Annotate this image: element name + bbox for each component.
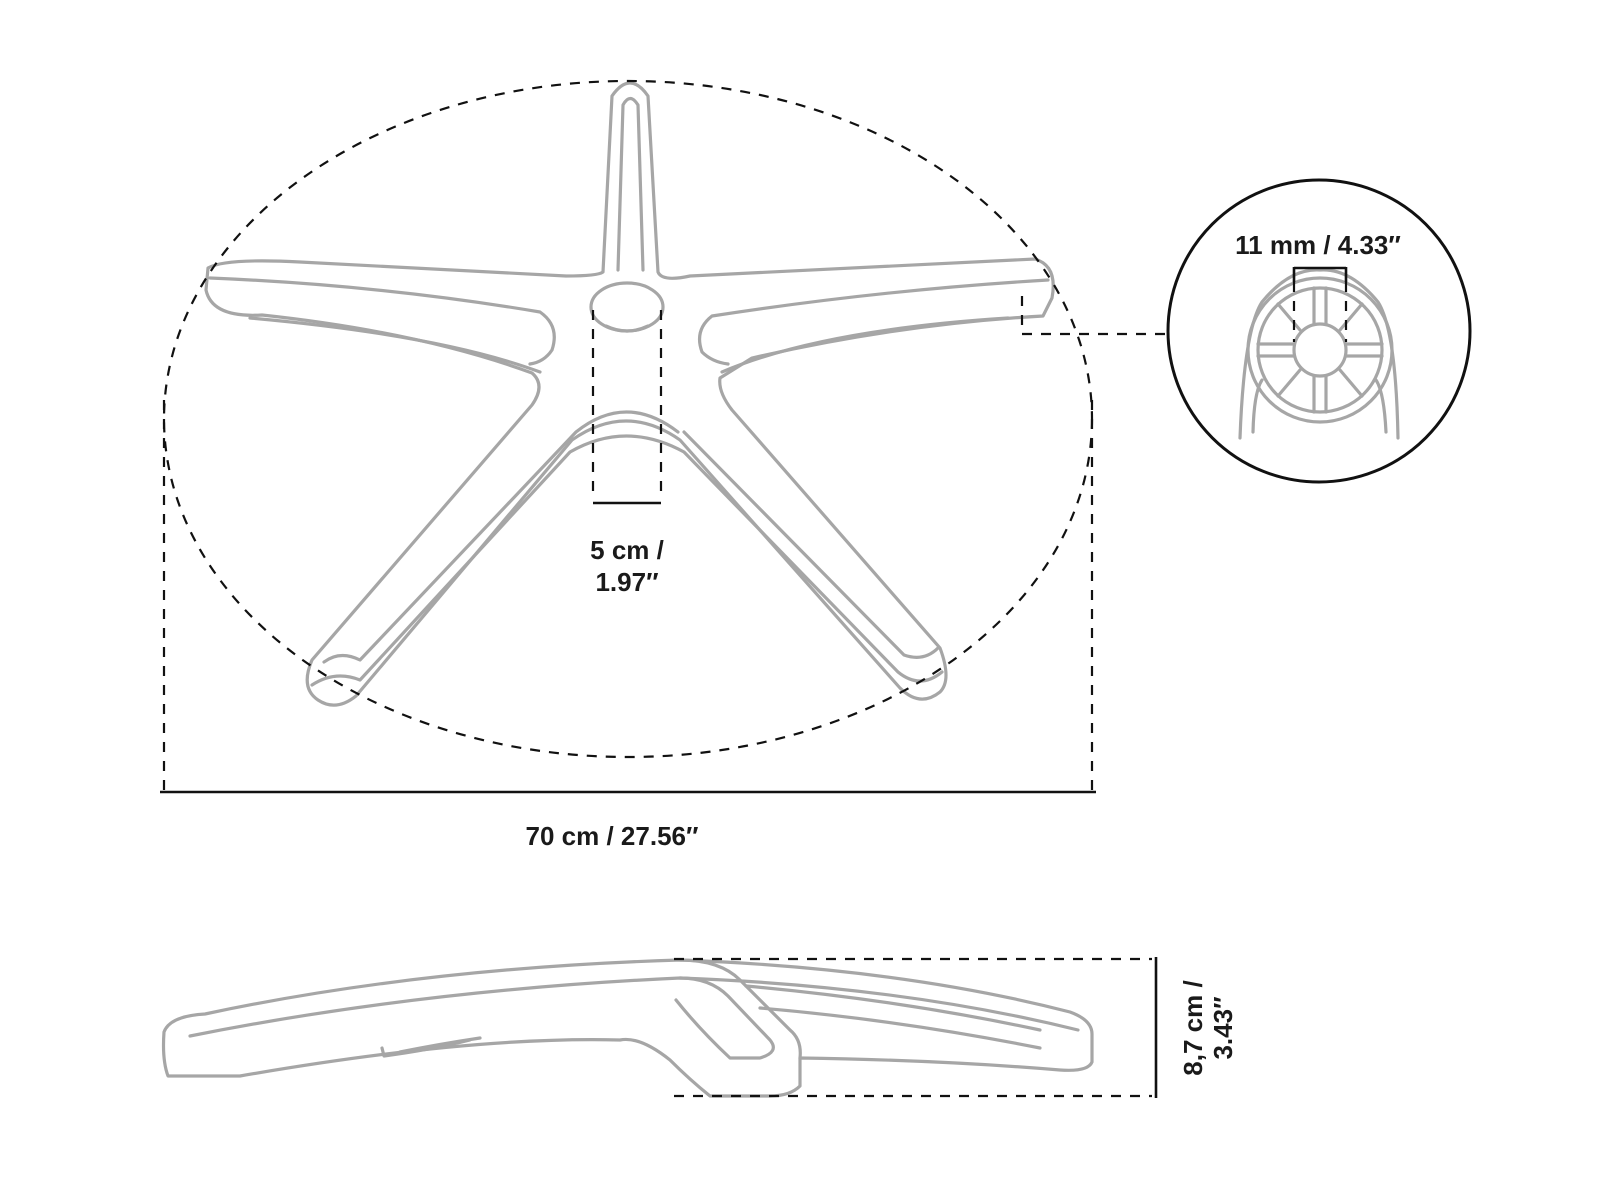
height-dimension (674, 957, 1158, 1098)
detail-circle (1166, 178, 1472, 484)
caster-socket-spokes (1256, 286, 1384, 414)
right-arm-underside (720, 316, 1010, 374)
bottom-right-arm-ridge (682, 430, 940, 659)
hole-size-label-line2: 1.97″ (595, 567, 658, 597)
right-arm-ridge (698, 278, 1050, 366)
footprint-ellipse (162, 79, 1094, 759)
bottom-left-arm-ridge (322, 410, 680, 664)
caster-socket-outer (1246, 276, 1394, 424)
arm-tip-outline-inner (1251, 378, 1388, 434)
socket-size-label: 11 mm / 4.33″ (1235, 230, 1401, 260)
caster-socket-rim (1256, 286, 1384, 414)
star-base-outline (204, 81, 1055, 707)
central-hole (589, 281, 665, 333)
width-label: 70 cm / 27.56″ (526, 821, 699, 851)
side-view-hub (674, 958, 802, 1060)
star-base-top-view (204, 81, 1055, 707)
left-arm-underside (248, 316, 542, 374)
top-arm-ridge (616, 96, 645, 272)
side-view-under-arm (380, 1036, 482, 1058)
hole-size-label-line1: 5 cm / (590, 535, 664, 565)
hole-dimension (591, 310, 663, 505)
central-hole-inner (604, 324, 650, 333)
side-view-outline (161, 958, 1094, 1098)
height-label-line2: 3.43″ (1208, 996, 1238, 1059)
caster-socket-hole (1292, 322, 1348, 378)
side-view-rear-arm (744, 984, 1042, 1050)
width-dimension (160, 400, 1096, 794)
left-arm-ridge (208, 276, 556, 366)
detail-leader (1020, 296, 1165, 336)
bottom-left-arm-ridge-lower (310, 434, 944, 687)
star-base-side-view (161, 958, 1094, 1098)
height-label-line1: 8,7 cm / (1178, 980, 1208, 1075)
